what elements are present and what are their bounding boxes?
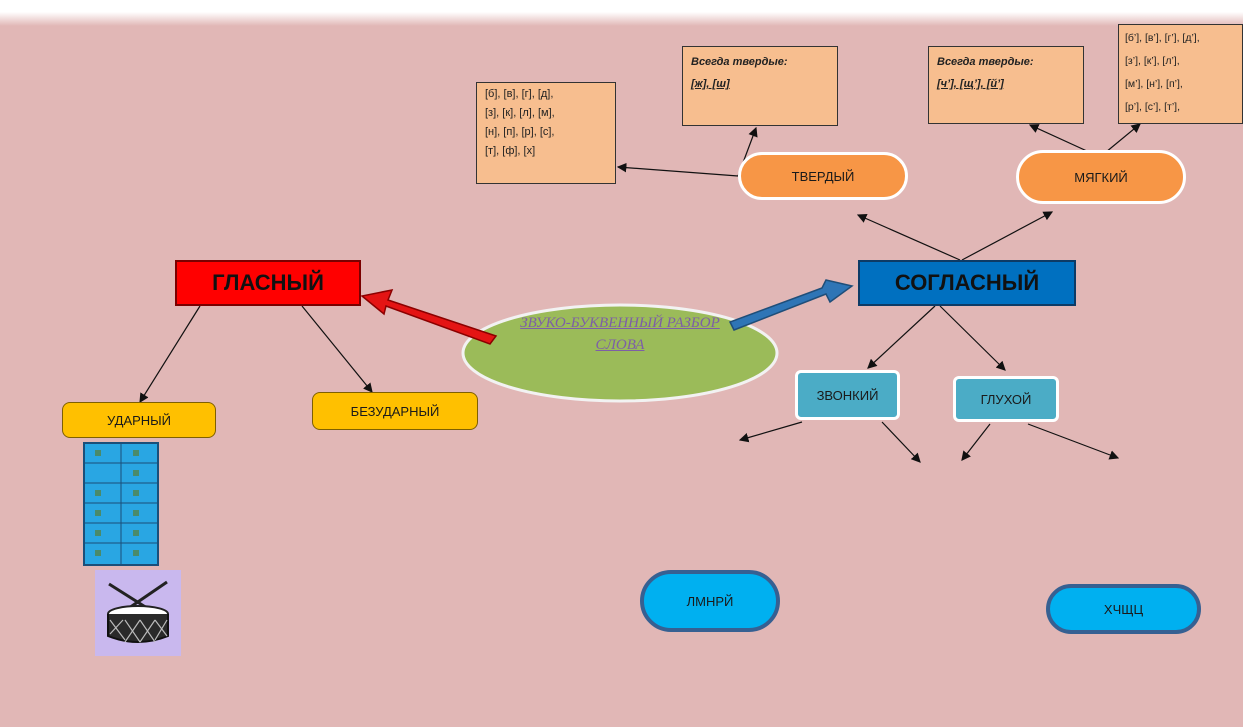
edge-hard-pairs [616,162,739,177]
always-soft-heading: Всегда твердые: [937,56,1034,68]
center-label: ЗВУКО-БУКВЕННЫЙ РАЗБОР СЛОВА [478,312,762,356]
edge-consonant-hard [856,213,961,261]
center-label-line1: ЗВУКО-БУКВЕННЫЙ РАЗБОР [520,315,720,331]
stressed-box[interactable]: УДАРНЫЙ [62,402,216,438]
arrow-to-consonant [728,279,854,331]
center-label-line2: СЛОВА [595,337,645,353]
edge-consonant-voiced [867,305,936,369]
soft-pairs-note: [б’], [в’], [г’], [д’], [з’], [к’], [л’]… [1118,24,1243,124]
always-hard-sounds: [ж], [ш] [691,78,730,90]
arrow-to-vowel [360,288,498,345]
soft-pairs-line: [м’], [н’], [п’], [1125,78,1183,90]
voiced-box[interactable]: ЗВОНКИЙ [795,370,900,420]
grid-table-icon [83,442,159,566]
edge-vowel-stressed [139,305,201,404]
edge-consonant-soft [961,211,1054,261]
drum-icon [95,570,181,656]
center-ellipse [461,303,779,403]
sonorants-pill[interactable]: ЛМНРЙ [640,570,780,632]
soft-pairs-line: [б’], [в’], [г’], [д’], [1125,32,1200,44]
consonant-box[interactable]: СОГЛАСНЫЙ [858,260,1076,306]
hard-pairs-line: [б], [в], [г], [д], [485,88,554,100]
always-hard-note: Всегда твердые: [ж], [ш] [682,46,838,126]
unstressed-box[interactable]: БЕЗУДАРНЫЙ [312,392,478,430]
vowel-box[interactable]: ГЛАСНЫЙ [175,260,361,306]
voiceless-only-pill[interactable]: ХЧЩЦ [1046,584,1201,634]
edge-voiceless-left [961,423,991,461]
hard-pairs-line: [т], [ф], [х] [485,145,536,157]
soft-pill[interactable]: МЯГКИЙ [1016,150,1186,204]
hard-pill[interactable]: ТВЕРДЫЙ [738,152,908,200]
always-hard-heading: Всегда твердые: [691,56,788,68]
edge-voiced-left [738,421,803,443]
always-soft-sounds: [ч’], [щ’], [й’] [937,78,1004,90]
soft-pairs-line: [з’], [к’], [л’], [1125,55,1180,67]
edge-voiceless-right [1027,423,1120,460]
voiceless-box[interactable]: ГЛУХОЙ [953,376,1059,422]
hard-pairs-note: [б], [в], [г], [д], [з], [к], [л], [м], … [476,82,616,184]
edge-consonant-voiceless [939,305,1006,371]
soft-pairs-line: [р’], [с’], [т’], [1125,101,1180,113]
edge-voiced-right [881,421,921,463]
top-shadow [0,12,1243,26]
hard-pairs-line: [н], [п], [р], [с], [485,126,555,138]
hard-pairs-line: [з], [к], [л], [м], [485,107,555,119]
always-soft-note: Всегда твердые: [ч’], [щ’], [й’] [928,46,1084,124]
edge-vowel-unstressed [301,305,373,393]
